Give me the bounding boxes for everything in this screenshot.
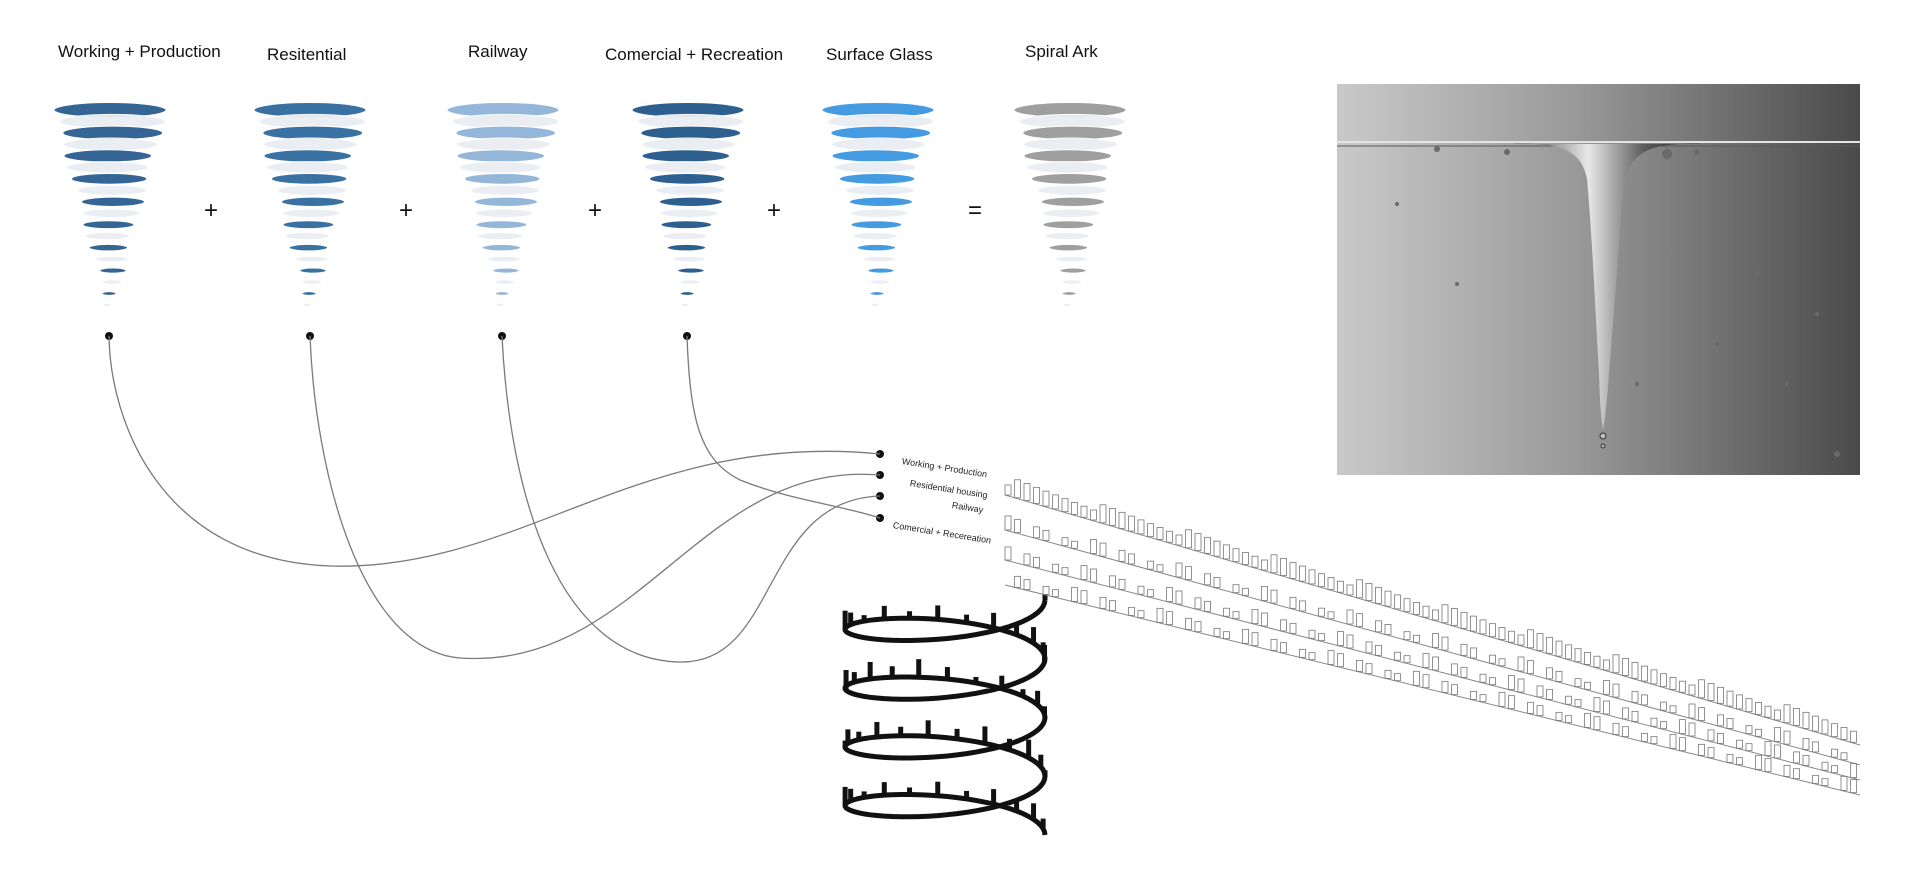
label-railway: Railway — [468, 42, 528, 61]
spiral-cones — [53, 102, 1127, 307]
unrolled-strips — [1004, 479, 1861, 796]
spiral-coil — [842, 594, 1048, 836]
connector-dots — [105, 332, 884, 522]
label-surface-glass: Surface Glass — [826, 45, 933, 64]
plus-operator-2: + — [399, 197, 414, 224]
connector-curves — [108, 335, 881, 663]
plus-operator-1: + — [204, 197, 219, 224]
curve-working — [108, 335, 881, 567]
cone-2 — [253, 102, 367, 307]
equals-operator: = — [968, 197, 983, 224]
curve-commercial — [686, 335, 881, 519]
strip-4 — [1004, 575, 1861, 796]
strip-3 — [1004, 546, 1861, 781]
curve-railway — [501, 335, 881, 663]
coil-band — [842, 599, 1048, 836]
plus-operator-4: + — [767, 197, 782, 224]
label-working-production: Working + Production — [58, 42, 221, 61]
strip-2 — [1004, 515, 1861, 766]
cone-5 — [821, 102, 935, 307]
strip-1 — [1004, 479, 1861, 746]
plus-operator-3: + — [588, 197, 603, 224]
cone-6 — [1013, 102, 1127, 307]
label-spiral-ark: Spiral Ark — [1025, 42, 1098, 61]
vortex-photo — [1337, 84, 1860, 475]
coil-blocks — [842, 594, 1048, 829]
curve-residential — [309, 335, 881, 660]
cone-1 — [53, 102, 167, 307]
vortex-photo-image — [1337, 84, 1860, 475]
label-commercial-recreation: Comercial + Recreation — [605, 45, 784, 64]
cone-4 — [631, 102, 745, 307]
cone-3 — [446, 102, 560, 307]
label-residential: Resitential — [267, 45, 347, 64]
